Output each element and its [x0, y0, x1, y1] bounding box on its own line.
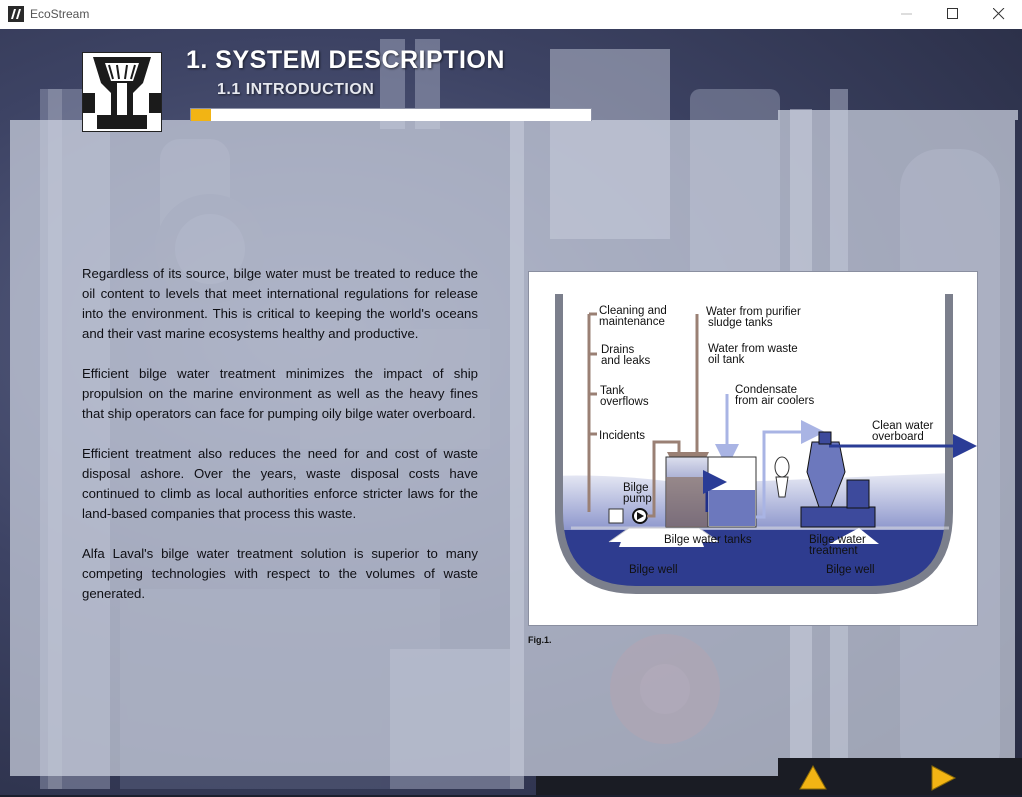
separator-logo [82, 52, 162, 132]
up-button[interactable] [798, 764, 828, 792]
label-oil-tank: oil tank [708, 354, 745, 366]
bottom-notch [536, 776, 778, 795]
figure-caption: Fig.1. [528, 635, 552, 645]
minimize-button[interactable] [884, 0, 930, 29]
maximize-button[interactable] [930, 0, 976, 29]
label-waste: Water from waste [708, 343, 798, 355]
label-drains: Drains [601, 344, 634, 356]
next-button[interactable] [928, 764, 958, 792]
label-sludge: sludge tanks [708, 317, 773, 329]
paragraph: Regardless of its source, bilge water mu… [82, 266, 478, 341]
window-title: EcoStream [30, 7, 90, 21]
label-overflows: overflows [600, 396, 649, 408]
label-maintenance: maintenance [599, 316, 665, 328]
label-leaks: and leaks [601, 355, 650, 367]
paragraph: Efficient treatment also reduces the nee… [82, 446, 478, 521]
bilge-diagram: Cleaning and maintenance Drains and leak… [528, 271, 978, 626]
paragraph: Efficient bilge water treatment minimize… [82, 366, 478, 421]
triangle-up-icon [799, 764, 827, 790]
label-air-coolers: from air coolers [735, 395, 814, 407]
minimize-icon [901, 13, 912, 15]
panel-tab-right [778, 110, 1018, 120]
page-title: 1. SYSTEM DESCRIPTION [186, 46, 505, 74]
label-clean-water: Clean water [872, 420, 934, 432]
tab-accent [191, 109, 211, 121]
app-icon [8, 6, 24, 22]
label-purifier: Water from purifier [706, 306, 801, 318]
close-icon [993, 8, 1005, 20]
label-bilge-well-right: Bilge well [826, 564, 875, 576]
label-condensate: Condensate [735, 384, 797, 396]
label-tanks: Bilge water tanks [664, 534, 752, 546]
label-cleaning: Cleaning and [599, 305, 667, 317]
label-tank: Tank [600, 385, 625, 397]
label-treatment-2: treatment [809, 545, 858, 557]
maximize-icon [947, 8, 958, 19]
close-button[interactable] [976, 0, 1022, 29]
bilge-diagram-svg: Cleaning and maintenance Drains and leak… [555, 294, 977, 594]
page-subtitle: 1.1 INTRODUCTION [217, 81, 375, 98]
body-text: Regardless of its source, bilge water mu… [82, 264, 478, 624]
label-bilge-well-left: Bilge well [629, 564, 678, 576]
label-incidents: Incidents [599, 430, 645, 442]
paragraph: Alfa Laval's bilge water treatment solut… [82, 546, 478, 601]
label-pump: pump [623, 493, 652, 505]
label-treatment-1: Bilge water [809, 534, 866, 546]
triangle-right-icon [931, 765, 957, 791]
label-bilge: Bilge [623, 482, 649, 494]
separator-icon [83, 53, 161, 131]
window-titlebar: EcoStream [0, 0, 1022, 30]
label-overboard: overboard [872, 431, 924, 443]
panel-tab [190, 108, 592, 121]
